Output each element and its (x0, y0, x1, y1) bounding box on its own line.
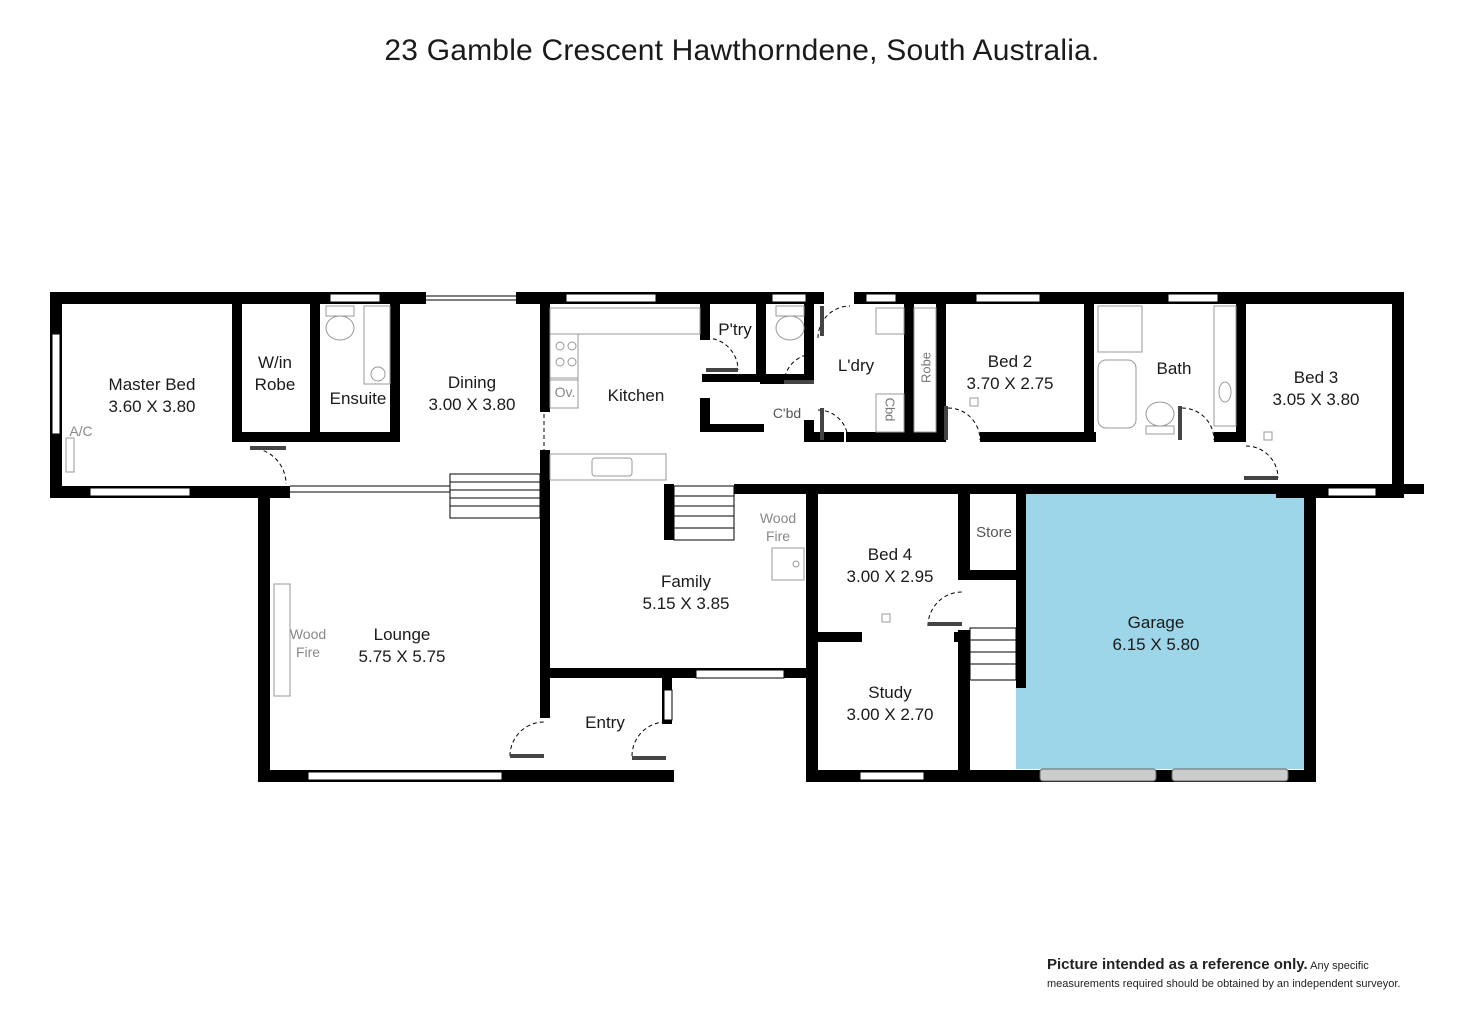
wood-fire-lounge-line1: Wood (289, 626, 327, 642)
robe-vertical-label: Robe (918, 351, 934, 384)
study-label: Study 3.00 X 2.70 (842, 682, 938, 726)
family-name: Family (660, 572, 712, 591)
study-dims: 3.00 X 2.70 (846, 705, 934, 724)
ac-label: A/C (69, 423, 93, 439)
bed2-name: Bed 2 (987, 352, 1033, 371)
win-robe-name-2: Robe (254, 375, 296, 394)
bed3-label: Bed 3 3.05 X 3.80 (1268, 367, 1364, 411)
store-label: Store (976, 524, 1012, 541)
disclaimer: Picture intended as a reference only. An… (1047, 956, 1447, 993)
laundry-label: L'dry (837, 356, 875, 375)
cupboard-vertical-label: Cbd (882, 397, 898, 422)
study-name: Study (868, 683, 912, 702)
disclaimer-line2: measurements required should be obtained… (1047, 978, 1401, 990)
bed4-dims: 3.00 X 2.95 (846, 567, 934, 586)
lounge-name: Lounge (373, 625, 431, 644)
wood-fire-family-line1: Wood (759, 510, 797, 526)
wood-fire-family-line2: Fire (765, 528, 791, 544)
garage-dims: 6.15 X 5.80 (1112, 635, 1200, 654)
entry-label: Entry (585, 713, 625, 732)
bed3-dims: 3.05 X 3.80 (1272, 390, 1360, 409)
bed4-label: Bed 4 3.00 X 2.95 (842, 544, 938, 588)
garage-doors (1039, 768, 1289, 782)
wood-fire-lounge-line2: Fire (295, 644, 321, 660)
cupboard-label: C'bd (772, 405, 802, 421)
garage-area (1016, 493, 1304, 769)
wood-fire-family-label: Wood Fire (754, 509, 802, 545)
bed3-name: Bed 3 (1293, 368, 1339, 387)
bed2-dims: 3.70 X 2.75 (966, 374, 1054, 393)
master-bed-name: Master Bed (108, 375, 196, 394)
bath-label: Bath (1156, 359, 1192, 378)
door-swings (235, 305, 1279, 757)
page-title: 23 Gamble Crescent Hawthorndene, South A… (384, 34, 1100, 67)
pantry-label: P'try (718, 320, 752, 339)
stairs (290, 295, 1017, 681)
bed4-name: Bed 4 (867, 545, 913, 564)
garage-label: Garage 6.15 X 5.80 (1108, 612, 1204, 656)
door-leaves (250, 306, 1278, 760)
family-label: Family 5.15 X 3.85 (638, 571, 734, 615)
master-bed-dims: 3.60 X 3.80 (108, 397, 196, 416)
ensuite-label: Ensuite (329, 389, 387, 408)
oven-label: Ov. (554, 384, 576, 400)
master-bed-label: Master Bed 3.60 X 3.80 (96, 374, 208, 418)
disclaimer-bold: Picture intended as a reference only. (1047, 956, 1308, 973)
kitchen-label: Kitchen (607, 386, 665, 405)
win-robe-label: W/in Robe (244, 352, 306, 396)
dining-label: Dining 3.00 X 3.80 (424, 372, 520, 416)
dining-name: Dining (447, 373, 497, 392)
dining-dims: 3.00 X 3.80 (428, 395, 516, 414)
wood-fire-lounge-label: Wood Fire (284, 625, 332, 661)
bed2-label: Bed 2 3.70 X 2.75 (962, 351, 1058, 395)
win-robe-name: W/in (258, 353, 292, 372)
lounge-dims: 5.75 X 5.75 (358, 647, 446, 666)
windows (51, 293, 1377, 781)
family-dims: 5.15 X 3.85 (642, 594, 730, 613)
disclaimer-line1-rest: Any specific (1310, 960, 1369, 972)
disclaimer-line1: Picture intended as a reference only. An… (1047, 956, 1447, 975)
fixtures (65, 305, 1273, 697)
lounge-label: Lounge 5.75 X 5.75 (354, 624, 450, 668)
garage-name: Garage (1127, 613, 1185, 632)
